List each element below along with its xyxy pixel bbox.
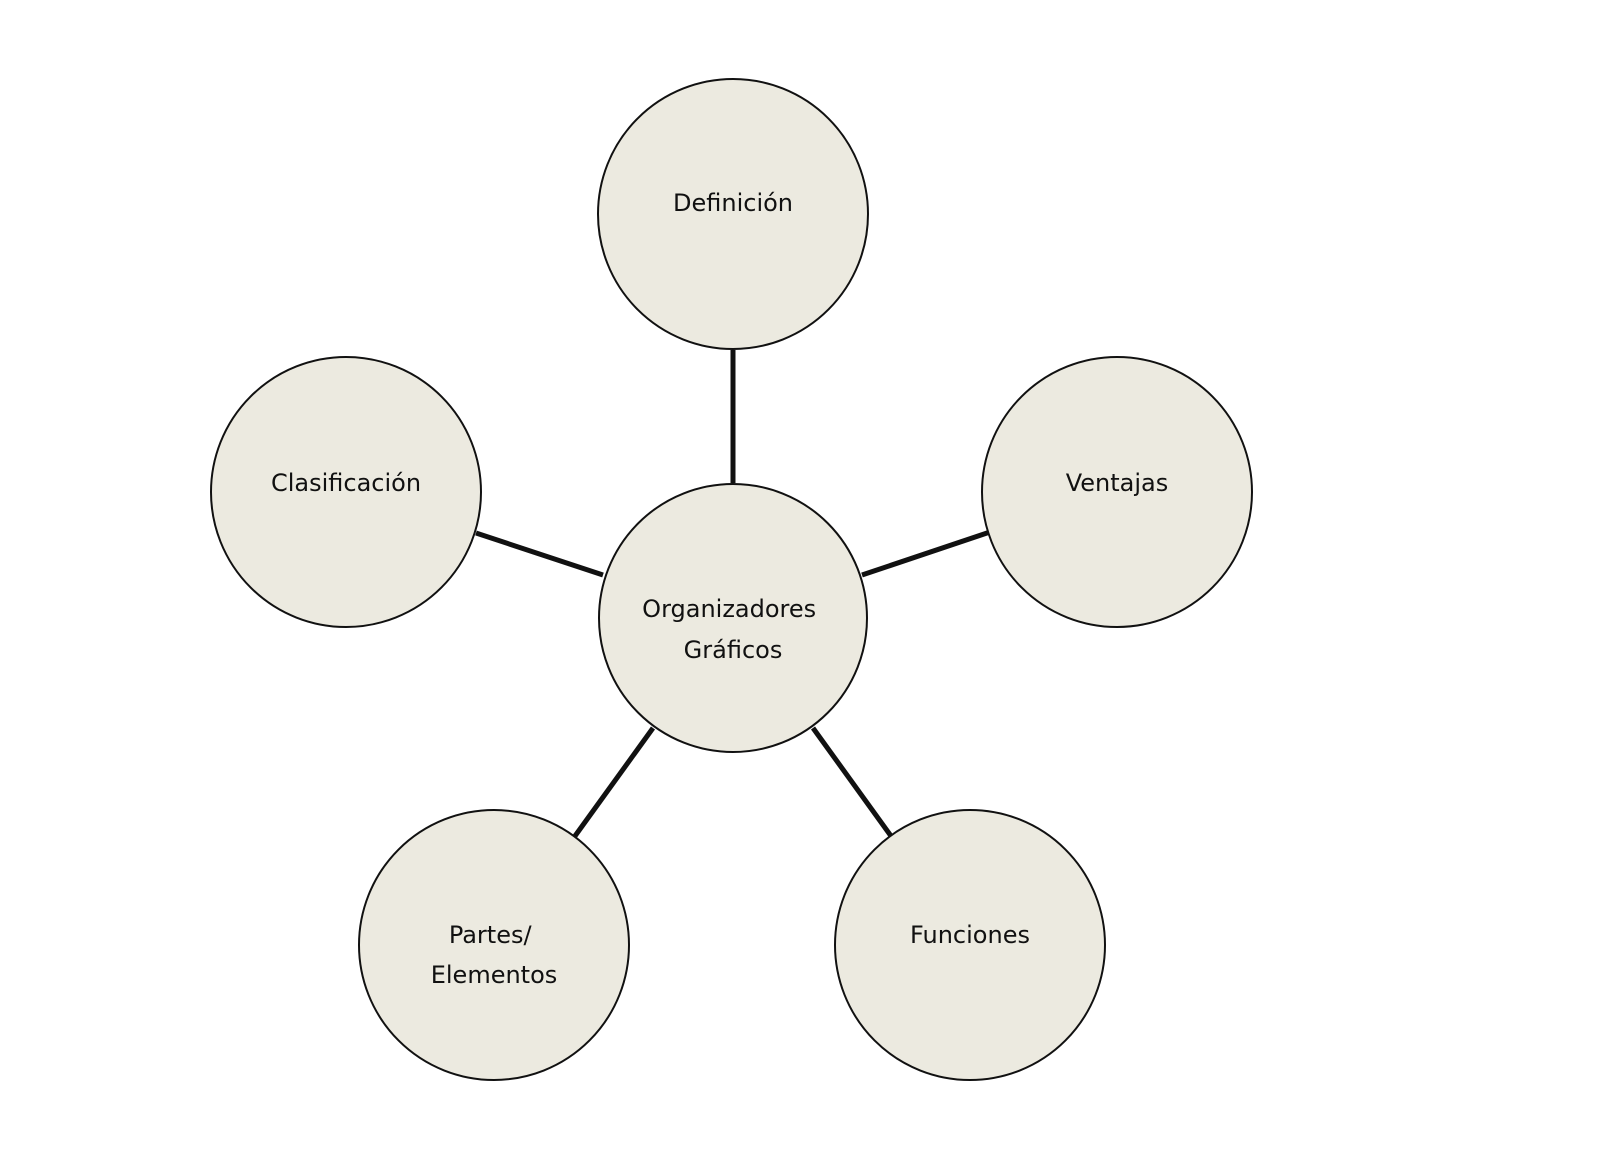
center-node: Organizadores Gráficos [598,483,868,753]
center-node-label: Organizadores Gráficos [642,595,824,664]
node-partes-elementos-label-line-2: Elementos [431,961,558,989]
node-definicion: Definición [597,78,869,350]
center-node-label-line-2: Gráficos [684,636,783,664]
node-definicion-label: Definición [673,189,793,217]
connector-funciones [810,726,894,838]
node-funciones: Funciones [834,809,1106,1081]
node-clasificacion-label: Clasificación [271,469,421,497]
node-definicion-label-line-1: Definición [673,189,793,217]
node-clasificacion-circle [210,356,482,628]
center-node-circle [598,483,868,753]
node-partes-elementos: Partes/ Elementos [358,809,630,1081]
node-ventajas-label-line-1: Ventajas [1066,469,1169,497]
node-partes-elementos-label-line-1: Partes/ [449,921,533,949]
node-funciones-label: Funciones [910,921,1030,949]
connector-partes-elementos [572,726,656,838]
node-clasificacion-label-line-1: Clasificación [271,469,421,497]
connector-ventajas [861,529,991,578]
center-node-label-line-1: Organizadores [642,595,816,623]
node-clasificacion: Clasificación [210,356,482,628]
node-definicion-circle [597,78,869,350]
connector-clasificacion [475,530,604,578]
node-ventajas: Ventajas [981,356,1253,628]
node-ventajas-circle [981,356,1253,628]
node-partes-elementos-label: Partes/ Elementos [431,921,558,989]
node-partes-elementos-circle [358,809,630,1081]
node-funciones-circle [834,809,1106,1081]
node-funciones-label-line-1: Funciones [910,921,1030,949]
node-ventajas-label: Ventajas [1066,469,1169,497]
